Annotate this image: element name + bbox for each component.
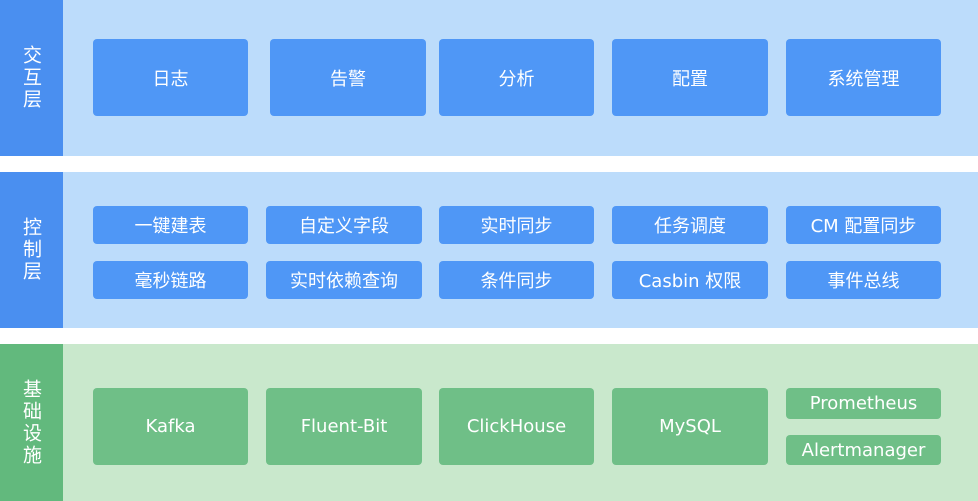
config-box: 配置 <box>612 39 768 116</box>
control-layer: 控制层 一键建表 自定义字段 实时同步 任务调度 CM 配置同步 毫秒链路 实时… <box>0 172 978 328</box>
alerts-box: 告警 <box>270 39 426 116</box>
fluent-bit-box: Fluent-Bit <box>266 388 422 465</box>
realtime-dependency-query-box: 实时依赖查询 <box>266 261 422 299</box>
casbin-permission-box: Casbin 权限 <box>612 261 768 299</box>
millisecond-trace-box: 毫秒链路 <box>93 261 248 299</box>
one-click-table-box: 一键建表 <box>93 206 248 244</box>
interaction-layer-body: 日志 告警 分析 配置 系统管理 <box>63 0 978 156</box>
kafka-box: Kafka <box>93 388 248 465</box>
clickhouse-box: ClickHouse <box>439 388 594 465</box>
custom-field-box: 自定义字段 <box>266 206 422 244</box>
control-layer-body: 一键建表 自定义字段 实时同步 任务调度 CM 配置同步 毫秒链路 实时依赖查询… <box>63 172 978 328</box>
mysql-box: MySQL <box>612 388 768 465</box>
realtime-sync-box: 实时同步 <box>439 206 594 244</box>
conditional-sync-box: 条件同步 <box>439 261 594 299</box>
control-layer-label-text: 控制层 <box>20 217 42 283</box>
prometheus-box: Prometheus <box>786 388 941 419</box>
infrastructure-layer-label: 基础设施 <box>0 344 63 501</box>
control-layer-label: 控制层 <box>0 172 63 328</box>
interaction-layer: 交互层 日志 告警 分析 配置 系统管理 <box>0 0 978 156</box>
cm-config-sync-box: CM 配置同步 <box>786 206 941 244</box>
infrastructure-layer-body: Kafka Fluent-Bit ClickHouse MySQL Promet… <box>63 344 978 501</box>
logs-box: 日志 <box>93 39 248 116</box>
task-scheduling-box: 任务调度 <box>612 206 768 244</box>
infrastructure-layer-label-text: 基础设施 <box>20 378 42 467</box>
interaction-layer-label: 交互层 <box>0 0 63 156</box>
analysis-box: 分析 <box>439 39 594 116</box>
event-bus-box: 事件总线 <box>786 261 941 299</box>
alertmanager-box: Alertmanager <box>786 435 941 465</box>
interaction-layer-label-text: 交互层 <box>20 45 42 111</box>
infrastructure-layer: 基础设施 Kafka Fluent-Bit ClickHouse MySQL P… <box>0 344 978 501</box>
system-management-box: 系统管理 <box>786 39 941 116</box>
